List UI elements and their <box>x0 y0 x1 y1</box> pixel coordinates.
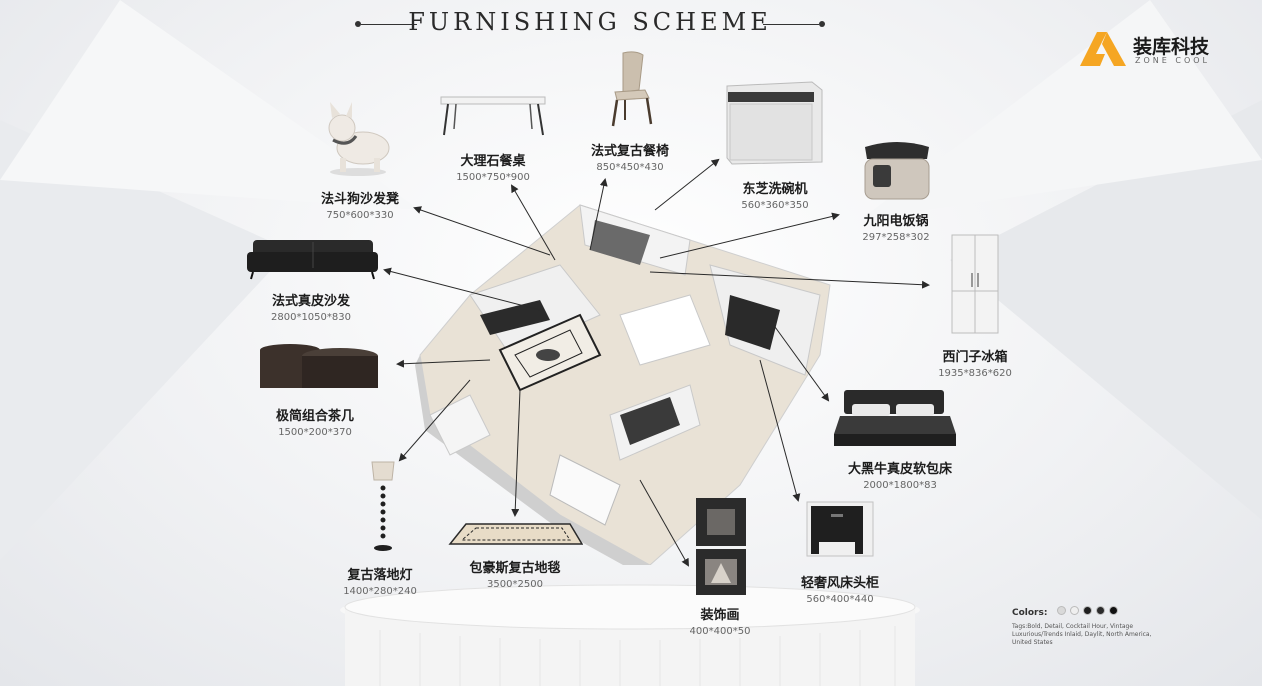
label-fridge: 西门子冰箱 1935*836*620 <box>915 346 1035 379</box>
color-swatches <box>1053 600 1118 619</box>
item-dims: 2000*1800*83 <box>863 480 937 491</box>
item-dims: 850*450*430 <box>596 162 664 173</box>
bauhaus-rug-illustration <box>448 523 583 545</box>
label-leather-sofa: 法式真皮沙发 2800*1050*830 <box>251 290 371 323</box>
leather-bed-illustration <box>834 390 956 446</box>
colors-tags: Tags:Bold, Detail, Cocktail Hour, Vintag… <box>1012 623 1152 646</box>
title-dot-right <box>819 21 825 27</box>
item-name: 装饰画 <box>700 608 740 623</box>
item-dims: 1400*280*240 <box>343 586 417 597</box>
item-dims: 400*400*50 <box>689 626 751 637</box>
item-name: 法式真皮沙发 <box>271 294 350 309</box>
color-swatch <box>1056 606 1066 615</box>
color-swatch <box>1082 606 1092 615</box>
label-paintings: 装饰画 400*400*50 <box>660 604 780 637</box>
zonecool-logo-icon <box>1080 32 1126 66</box>
color-swatch <box>1108 606 1118 615</box>
leather-sofa-illustration <box>247 240 378 280</box>
item-name: 大黑牛真皮软包床 <box>847 462 952 477</box>
brand-logo: 装库科技 ZONE COOL <box>1080 30 1240 70</box>
label-rug: 包豪斯复古地毯 3500*2500 <box>455 557 575 590</box>
page-title-group: FURNISHING SCHEME <box>355 8 825 40</box>
page-title: FURNISHING SCHEME <box>408 8 772 36</box>
item-dims: 3500*2500 <box>487 579 543 590</box>
floor-plan-3d <box>415 204 831 565</box>
item-name: 西门子冰箱 <box>942 350 1008 365</box>
label-floor-lamp: 复古落地灯 1400*280*240 <box>320 564 440 597</box>
item-dims: 560*360*350 <box>741 200 809 211</box>
floor-lamp-illustration <box>371 461 395 551</box>
title-rule-left <box>361 24 417 25</box>
label-rice-cooker: 九阳电饭锅 297*258*302 <box>836 210 956 243</box>
decorative-paintings-illustration <box>696 498 746 595</box>
dishwasher-illustration <box>726 81 823 165</box>
rice-cooker-illustration <box>864 142 930 200</box>
item-name: 法式复古餐椅 <box>590 144 669 159</box>
nightstand-illustration <box>806 501 874 557</box>
brand-name: 装库科技 <box>1133 36 1210 58</box>
label-dishwasher: 东芝洗碗机 560*360*350 <box>715 178 835 211</box>
label-bed: 大黑牛真皮软包床 2000*1800*83 <box>835 458 965 491</box>
label-coffee-table: 极简组合茶几 1500*200*370 <box>255 405 375 438</box>
color-swatch <box>1069 606 1079 615</box>
item-dims: 1500*200*370 <box>278 427 352 438</box>
label-dining-chair: 法式复古餐椅 850*450*430 <box>570 140 690 173</box>
label-dog-stool: 法斗狗沙发凳 750*600*330 <box>300 188 420 221</box>
item-name: 包豪斯复古地毯 <box>469 561 561 576</box>
item-dims: 560*400*440 <box>806 594 874 605</box>
item-name: 大理石餐桌 <box>460 154 526 169</box>
label-nightstand: 轻奢风床头柜 560*400*440 <box>780 572 900 605</box>
color-swatch <box>1095 606 1105 615</box>
color-palette: Colors: Tags:Bold, Detail, Cocktail Hour… <box>1012 600 1162 647</box>
title-dot-left <box>355 21 361 27</box>
item-dims: 1500*750*900 <box>456 172 530 183</box>
item-name: 极简组合茶几 <box>275 409 354 424</box>
item-dims: 297*258*302 <box>862 232 930 243</box>
dog-stool-illustration <box>328 102 390 176</box>
item-dims: 1935*836*620 <box>938 368 1012 379</box>
item-name: 法斗狗沙发凳 <box>320 192 399 207</box>
item-name: 轻奢风床头柜 <box>800 576 879 591</box>
marble-table-illustration <box>440 96 546 136</box>
item-dims: 2800*1050*830 <box>271 312 351 323</box>
title-rule-right <box>763 24 819 25</box>
colors-label: Colors: <box>1012 608 1048 618</box>
brand-subtitle: ZONE COOL <box>1135 56 1210 65</box>
dining-chair-illustration <box>611 51 653 127</box>
label-marble-table: 大理石餐桌 1500*750*900 <box>433 150 553 183</box>
item-name: 复古落地灯 <box>347 568 413 583</box>
item-dims: 750*600*330 <box>326 210 394 221</box>
coffee-table-illustration <box>260 344 378 388</box>
item-name: 东芝洗碗机 <box>742 182 808 197</box>
fridge-illustration <box>951 234 999 334</box>
item-name: 九阳电饭锅 <box>863 214 929 229</box>
